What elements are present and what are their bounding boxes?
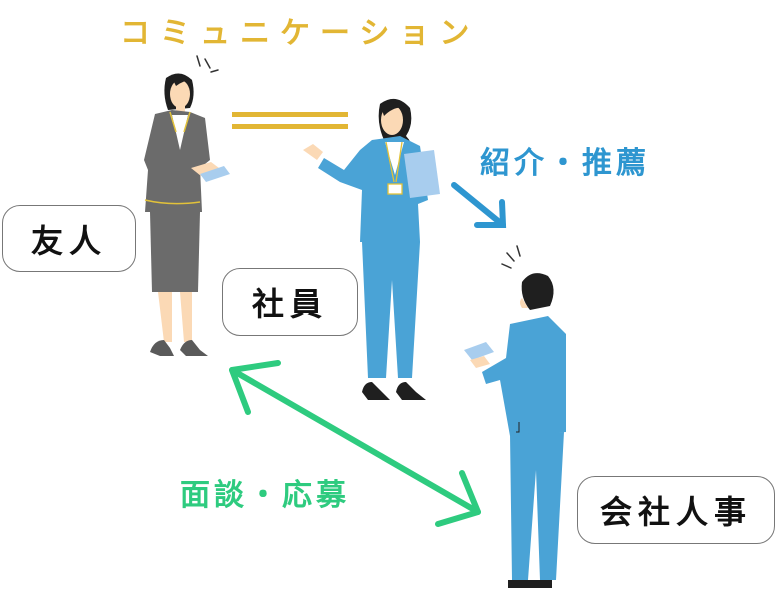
- communication-connector: [232, 112, 348, 129]
- role-box-friend: 友人: [2, 205, 136, 272]
- employee-figure: [303, 98, 440, 400]
- introduction-arrow: [451, 182, 507, 228]
- communication-label: コミュニケーション: [120, 16, 480, 51]
- role-box-employee: 社員: [222, 268, 358, 336]
- friend-figure: [144, 55, 230, 356]
- surprise-lines-icon: [196, 55, 219, 73]
- hr-figure: [464, 245, 566, 588]
- interview-label: 面談・応募: [180, 478, 350, 513]
- interview-double-arrow: [229, 360, 481, 527]
- role-label-employee: 社員: [251, 285, 328, 323]
- role-label-hr: 会社人事: [599, 493, 752, 531]
- role-label-friend: 友人: [30, 221, 107, 260]
- introduction-label: 紹介・推薦: [480, 146, 650, 181]
- surprise-lines-icon: [501, 245, 521, 269]
- role-box-hr: 会社人事: [577, 476, 775, 544]
